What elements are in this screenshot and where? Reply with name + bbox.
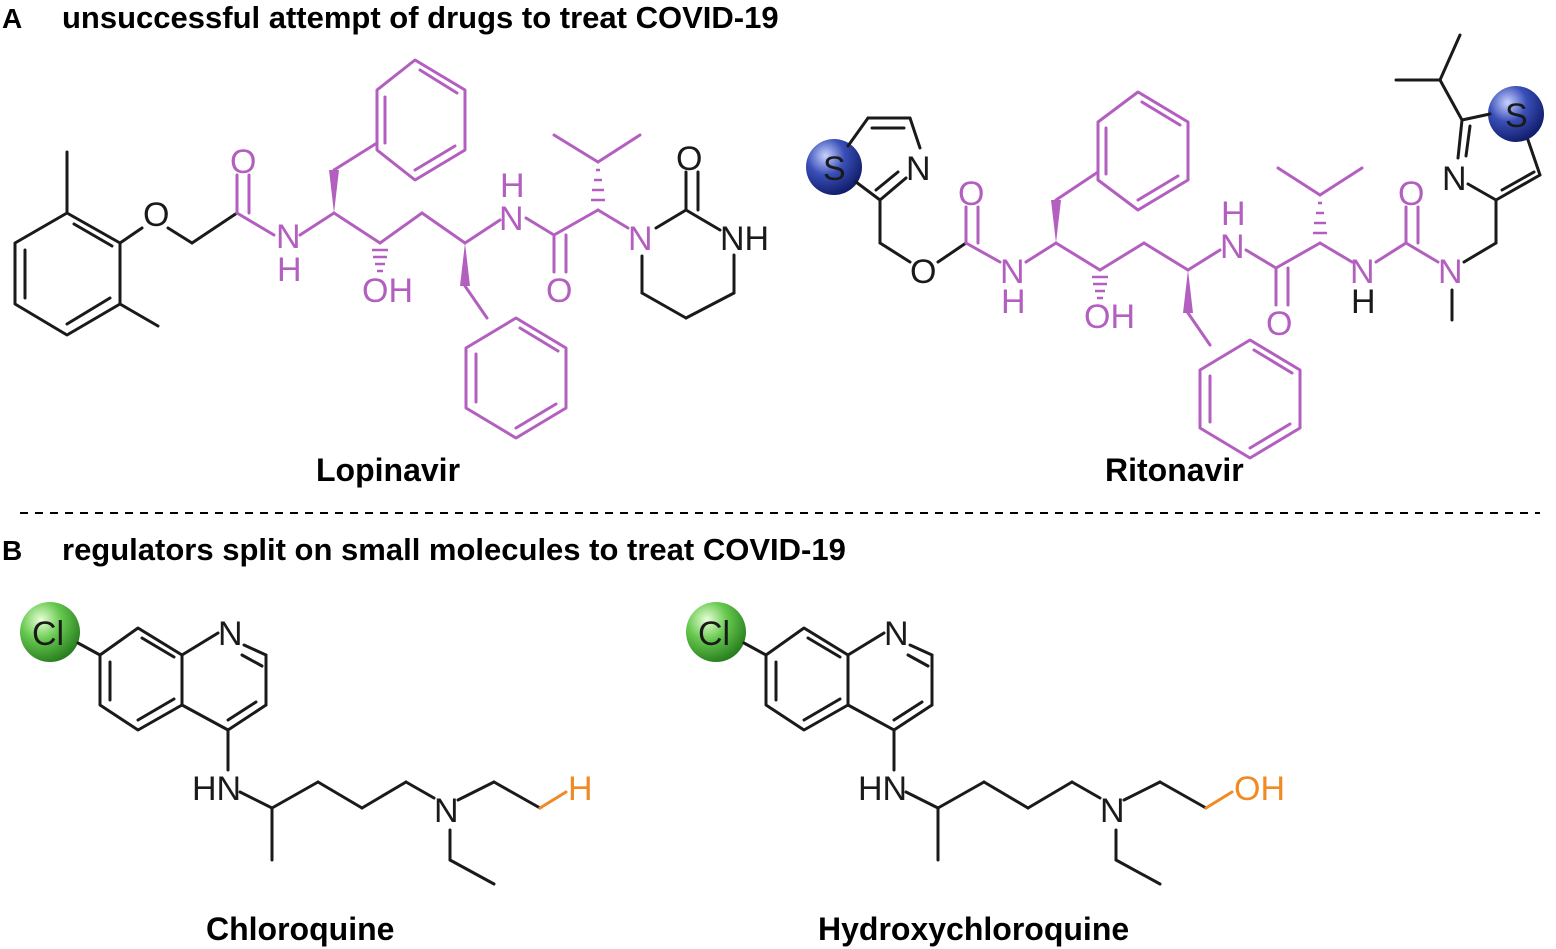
lopinavir-ring-n: N [628,220,653,258]
hydroxychloroquine-structure: Cl N HN N OH [686,602,1285,886]
ritonavir-thiazole-s-1: S [823,150,846,188]
ritonavir-urea-n: N [1350,253,1375,291]
chloroquine-tertiary-n: N [434,792,459,830]
hydroxychloroquine-ring-n: N [884,615,909,653]
ritonavir-amide-n-1: N [1000,253,1025,291]
lopinavir-structure: O O N H OH N H [13,58,769,440]
hydroxychloroquine-terminal-oh: OH [1234,770,1285,808]
lopinavir-label: Lopinavir [316,452,460,488]
lopinavir-ether-o: O [143,196,169,234]
lopinavir-amide-n-1: N [276,218,301,256]
ritonavir-thiazole-n-2: N [1442,160,1467,198]
ritonavir-amide-n-2: N [1220,228,1245,266]
chlorine-sphere-2 [686,602,746,662]
sulfur-sphere-2 [1488,86,1544,142]
chlorine-sphere-1 [20,602,80,662]
chloroquine-label: Chloroquine [206,911,394,947]
ritonavir-amide-h-2: H [1221,195,1246,233]
panel-a-title: unsuccessful attempt of drugs to treat C… [62,0,779,35]
panel-b-letter: B [2,535,22,566]
ritonavir-urea-o: O [1398,175,1424,213]
lopinavir-carbonyl-o-2: O [546,272,572,310]
lopinavir-urea-o: O [676,140,702,178]
lopinavir-hydroxyl: OH [362,272,413,310]
lopinavir-amide-h-1: H [277,251,302,289]
chloroquine-cl: Cl [32,615,64,653]
chloroquine-terminal-h: H [568,770,593,808]
lopinavir-carbonyl-o-1: O [230,143,256,181]
ritonavir-carbonyl-o-1: O [958,175,984,213]
hydroxychloroquine-label: Hydroxychloroquine [818,911,1129,947]
hydroxychloroquine-cl: Cl [698,615,730,653]
lopinavir-amide-n-2: N [499,200,524,238]
panel-a-letter: A [2,3,22,34]
ritonavir-hydroxyl: OH [1084,298,1135,336]
ritonavir-methyl-n: N [1438,253,1463,291]
ritonavir-thiazole-s-2: S [1505,97,1528,135]
hydroxychloroquine-tertiary-n: N [1100,792,1125,830]
ritonavir-carbonyl-o-2: O [1266,305,1292,343]
ritonavir-thiazole-n-1: N [906,150,931,188]
panel-b-title: regulators split on small molecules to t… [62,532,846,567]
ritonavir-structure: S N O O N H OH [806,33,1544,460]
ritonavir-urea-h: H [1351,283,1376,321]
ritonavir-amide-h-1: H [1001,283,1026,321]
ritonavir-ester-o: O [910,253,936,291]
ritonavir-label: Ritonavir [1105,452,1244,488]
chloroquine-structure: Cl N HN N H [20,602,593,886]
lopinavir-amide-h-2: H [500,167,525,205]
chloroquine-amine: HN [192,770,241,808]
sulfur-sphere-1 [806,139,862,195]
lopinavir-ring-nh: NH [720,220,769,258]
chloroquine-ring-n: N [218,615,243,653]
hydroxychloroquine-amine: HN [858,770,907,808]
